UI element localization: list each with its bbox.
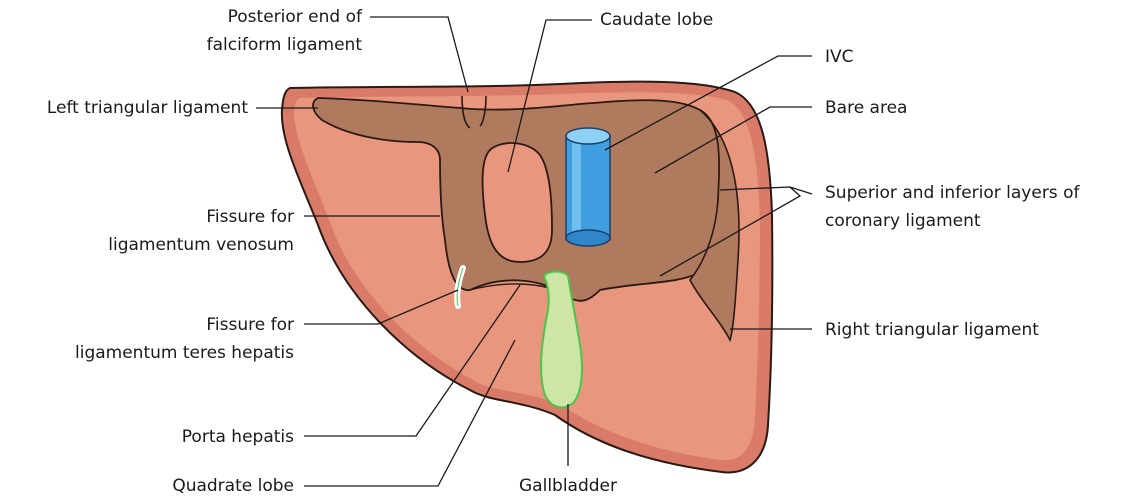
ivc-cylinder: [566, 128, 610, 246]
label-gallbladder: Gallbladder: [519, 476, 617, 496]
label-coronary-1: Superior and inferior layers of: [825, 183, 1080, 203]
label-posterior-falciform-1: Posterior end of: [228, 7, 363, 27]
label-fissure-venosum-1: Fissure for: [206, 207, 294, 227]
label-posterior-falciform-2: falciform ligament: [207, 35, 363, 55]
caudate-lobe-shape: [483, 143, 552, 262]
label-fissure-venosum-2: ligamentum venosum: [108, 235, 294, 255]
label-coronary-2: coronary ligament: [825, 211, 981, 231]
label-right-triangular: Right triangular ligament: [825, 320, 1039, 340]
label-bare-area: Bare area: [825, 98, 907, 118]
label-ivc: IVC: [825, 47, 854, 67]
label-left-triangular: Left triangular ligament: [47, 98, 249, 118]
leader-posterior-falciform: [370, 17, 468, 92]
label-fissure-teres-2: ligamentum teres hepatis: [75, 343, 294, 363]
label-fissure-teres-1: Fissure for: [206, 315, 294, 335]
label-quadrate-lobe: Quadrate lobe: [172, 476, 294, 496]
label-porta-hepatis: Porta hepatis: [182, 427, 294, 447]
label-caudate-lobe: Caudate lobe: [600, 10, 713, 30]
